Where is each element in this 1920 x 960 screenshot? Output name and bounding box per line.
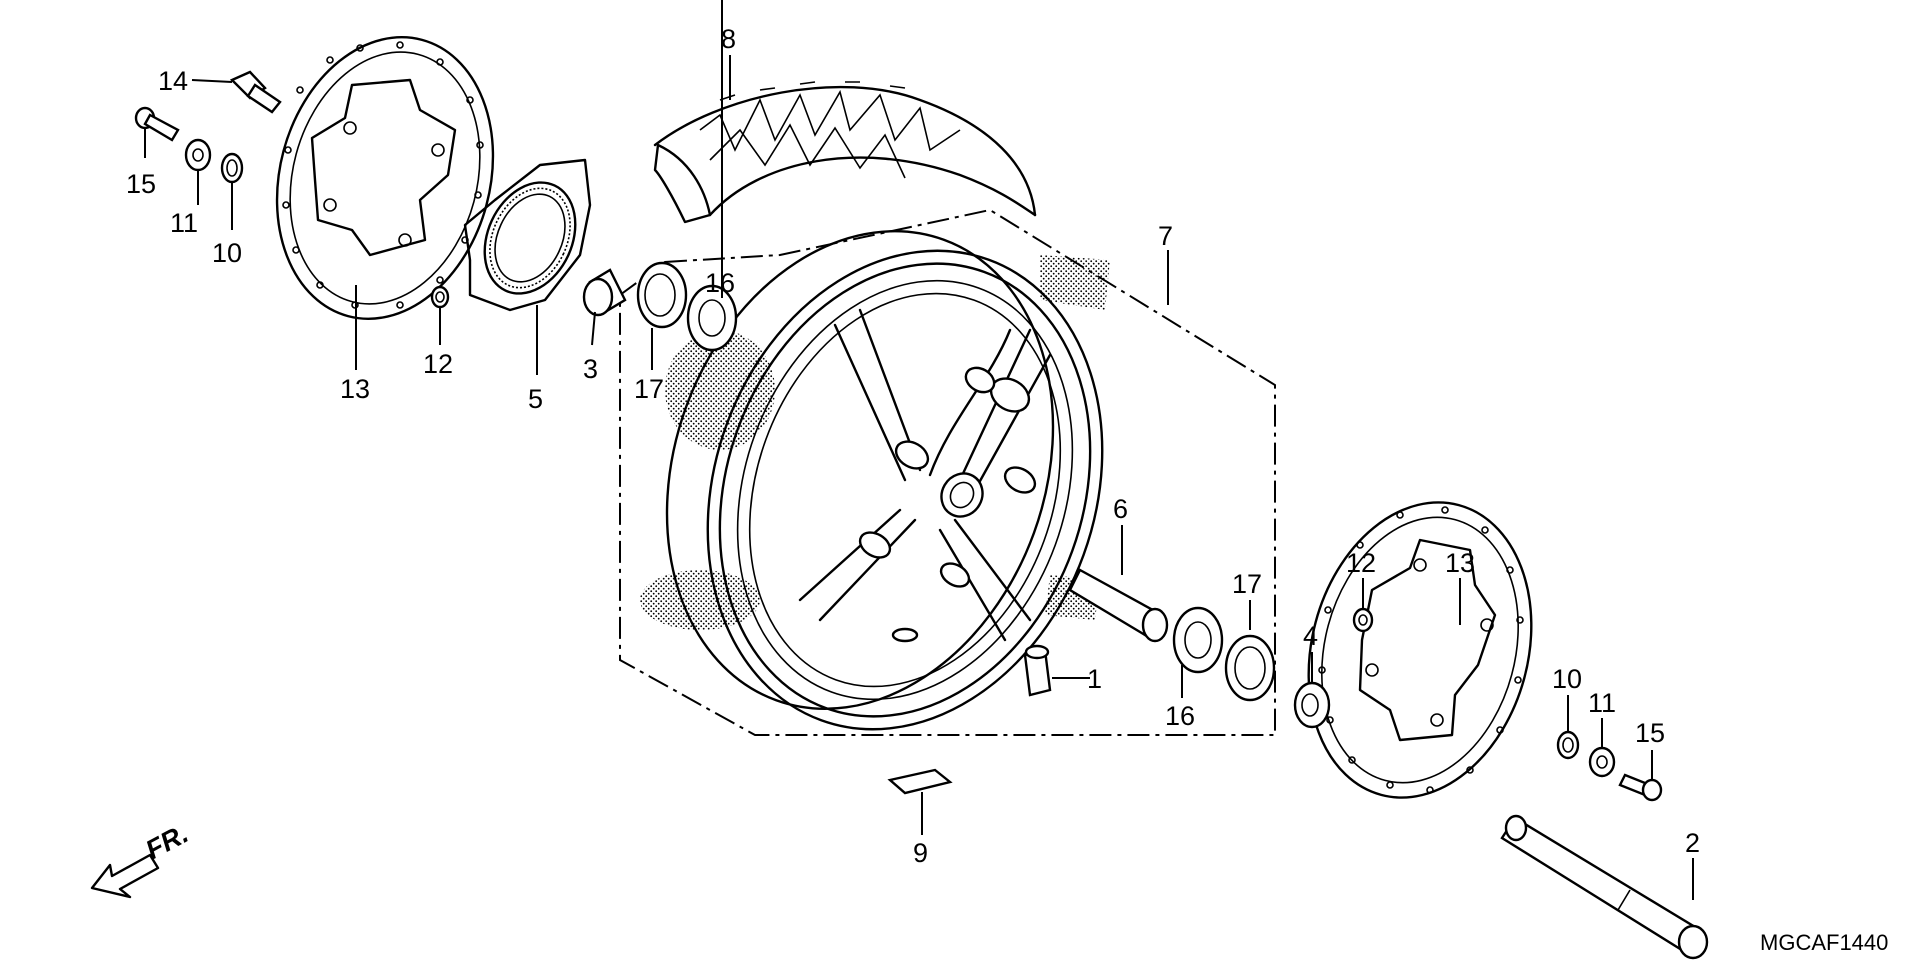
callout-14: 14 bbox=[158, 66, 188, 96]
callout-13-right: 13 bbox=[1445, 548, 1475, 578]
washer-12-right bbox=[1352, 607, 1374, 633]
washer-10-right bbox=[1556, 730, 1580, 760]
bolt-15-left bbox=[134, 106, 180, 142]
washer-12-left bbox=[430, 285, 450, 309]
callout-17-left: 17 bbox=[634, 374, 664, 404]
side-collar bbox=[1293, 681, 1331, 729]
callout-labels: 1 2 3 4 5 6 7 8 9 10 10 11 11 12 12 13 1… bbox=[126, 24, 1700, 868]
callout-6: 6 bbox=[1113, 494, 1128, 524]
front-axle bbox=[1500, 814, 1709, 960]
bearing-16-right bbox=[1172, 606, 1224, 674]
wheel-rim bbox=[640, 230, 1110, 731]
callout-2: 2 bbox=[1685, 828, 1700, 858]
callout-11-left: 11 bbox=[170, 208, 198, 238]
distance-collar bbox=[1068, 568, 1169, 643]
callout-17-right: 17 bbox=[1232, 569, 1262, 599]
bolt-14 bbox=[229, 70, 282, 114]
callout-11-right: 11 bbox=[1588, 688, 1616, 718]
nut-11-left bbox=[184, 138, 212, 172]
bearing-16-left bbox=[686, 284, 738, 352]
callout-15-right: 15 bbox=[1635, 718, 1665, 748]
balance-weight bbox=[887, 768, 953, 795]
callout-3: 3 bbox=[583, 354, 598, 384]
callout-10-left: 10 bbox=[212, 238, 242, 268]
pulser-ring bbox=[463, 158, 592, 312]
callout-12-left: 12 bbox=[423, 349, 453, 379]
figure-code: MGCAF1440 bbox=[1760, 930, 1888, 955]
callout-10-right: 10 bbox=[1552, 664, 1582, 694]
callout-16-right: 16 bbox=[1165, 701, 1195, 731]
callout-1: 1 bbox=[1087, 664, 1102, 694]
leader-lines bbox=[144, 0, 1694, 900]
callout-7: 7 bbox=[1158, 221, 1173, 251]
front-arrow-icon bbox=[90, 853, 160, 899]
callout-16-left: 16 bbox=[705, 268, 735, 298]
callout-12-right: 12 bbox=[1346, 548, 1376, 578]
callout-13-left: 13 bbox=[340, 374, 370, 404]
callout-5: 5 bbox=[528, 384, 543, 414]
tire bbox=[653, 81, 1037, 224]
collar bbox=[582, 268, 627, 317]
callout-8: 8 bbox=[721, 24, 736, 54]
callout-15-left: 15 bbox=[126, 169, 156, 199]
callout-9: 9 bbox=[913, 838, 928, 868]
washer-10-left bbox=[220, 152, 244, 184]
bolt-15-right bbox=[1618, 773, 1663, 802]
tire-valve bbox=[1023, 644, 1052, 697]
nut-11-right bbox=[1588, 746, 1616, 778]
bearing-17-right bbox=[1224, 634, 1276, 702]
callout-4: 4 bbox=[1303, 621, 1318, 651]
bearing-17-left bbox=[636, 261, 688, 329]
front-direction-marker: FR. bbox=[90, 818, 193, 899]
brake-disc-right bbox=[1307, 501, 1533, 799]
brake-disc-left bbox=[275, 36, 495, 320]
